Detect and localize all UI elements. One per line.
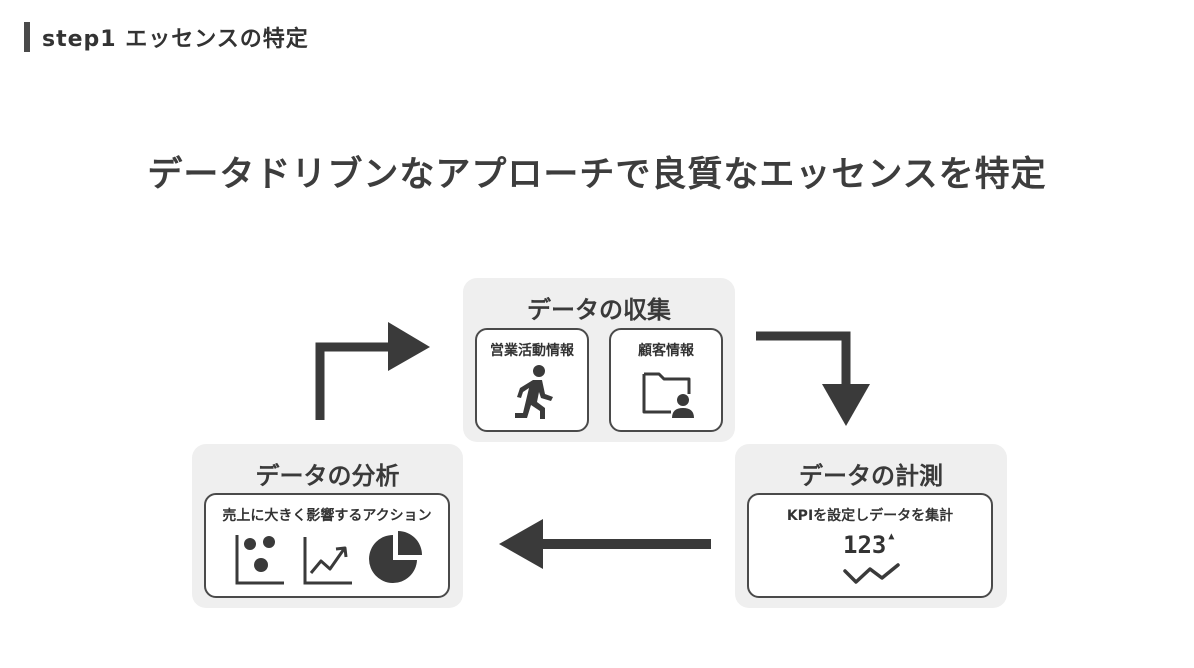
card-label-sales: 営業活動情報	[490, 343, 574, 359]
arrow-analysis-to-collection	[315, 322, 430, 420]
header-accent-bar	[24, 22, 30, 52]
section-header: step1 エッセンスの特定	[24, 20, 309, 54]
trend-zigzag-icon	[843, 563, 900, 584]
running-person-icon	[515, 365, 553, 419]
kpi-up-caret-icon: ▲	[888, 531, 895, 542]
pie-chart-icon	[369, 531, 422, 583]
panel-title-analysis: データの分析	[255, 462, 400, 490]
folder-person-icon	[642, 372, 694, 418]
panel-title-collection: データの収集	[527, 296, 671, 324]
panel-data-measurement: データの計測 KPIを設定しデータを集計 123▲	[735, 444, 1007, 608]
card-kpi: KPIを設定しデータを集計 123▲	[747, 493, 993, 598]
panel-title-measurement: データの計測	[799, 462, 943, 490]
arrow-measurement-to-analysis	[499, 519, 711, 569]
step-label: step1 エッセンスの特定	[42, 27, 309, 52]
kpi-number-text: 123	[843, 531, 887, 559]
line-chart-icon	[303, 537, 352, 585]
card-sales-activity: 営業活動情報	[475, 328, 589, 432]
card-customer-info: 顧客情報	[609, 328, 723, 432]
card-label-customer: 顧客情報	[638, 343, 694, 359]
card-label-kpi: KPIを設定しデータを集計	[786, 508, 954, 524]
card-impact-actions: 売上に大きく影響するアクション	[204, 493, 450, 598]
kpi-number-icon: 123▲	[843, 531, 894, 559]
arrow-collection-to-measurement	[756, 331, 870, 426]
main-title: データドリブンなアプローチで良質なエッセンスを特定	[147, 155, 1047, 195]
scatter-chart-icon	[235, 535, 284, 585]
panel-data-collection: データの収集 営業活動情報 顧客情報	[463, 278, 735, 442]
panel-data-analysis: データの分析 売上に大きく影響するアクション	[192, 444, 463, 608]
card-label-actions: 売上に大きく影響するアクション	[222, 508, 432, 524]
